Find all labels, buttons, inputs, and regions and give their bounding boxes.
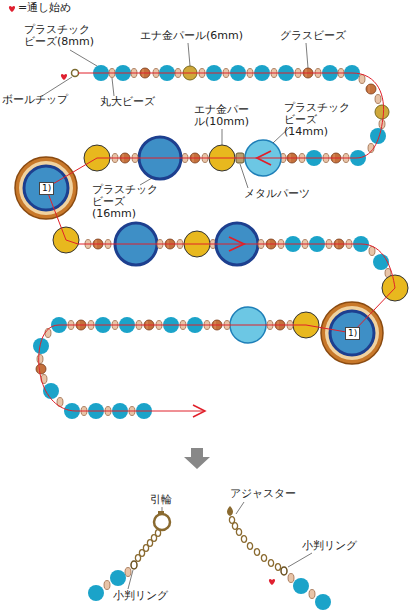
bead (366, 84, 376, 94)
start-heart (61, 74, 67, 80)
leader-line (288, 553, 312, 567)
part-label: 小判リング (302, 540, 357, 552)
oval-ring (131, 561, 137, 569)
chain-link (232, 523, 237, 530)
bead (375, 105, 389, 119)
chain-link (268, 560, 273, 567)
callout-number: 1) (345, 327, 360, 340)
leader-line (240, 164, 248, 188)
bead (36, 364, 46, 374)
thread (39, 73, 395, 411)
direction-arrow (193, 405, 205, 417)
bead-ring (15, 157, 77, 219)
bead (315, 594, 331, 610)
ball-tip (72, 70, 79, 77)
callout-number: 1) (39, 182, 54, 195)
part-label: アジャスター (230, 488, 296, 500)
leader-line (236, 502, 244, 514)
direction-arrow (257, 151, 271, 165)
part-label: 丸大ビーズ (100, 96, 155, 108)
spring-ring (154, 514, 170, 530)
part-label: エナ金パール(6mm) (140, 30, 243, 42)
direction-arrow (229, 237, 244, 251)
bead (369, 247, 375, 256)
bead (45, 329, 51, 338)
leader-line (222, 129, 223, 145)
bead (110, 570, 126, 586)
start-heart (9, 6, 15, 12)
leader-line (112, 78, 114, 96)
bead (37, 355, 43, 364)
legend-note: =通し始め (18, 2, 71, 14)
part-label: 小判リング (113, 590, 168, 602)
bead (373, 254, 389, 270)
leader-line (188, 43, 190, 66)
leader-line (306, 43, 308, 68)
part-label: プラスチック ビーズ(8mm) (24, 24, 94, 48)
leader-line (70, 50, 97, 66)
bead-ring (321, 302, 383, 364)
chain-link (254, 549, 259, 556)
part-label: プラスチック ビーズ(16mm) (92, 184, 164, 220)
bead (359, 75, 365, 84)
bead (288, 574, 294, 583)
part-label: ボールチップ (2, 94, 68, 106)
chain-link (275, 564, 280, 571)
bead (88, 585, 104, 601)
oval-ring (281, 567, 287, 575)
start-heart (269, 579, 275, 585)
chain-link (236, 529, 241, 536)
chain-link (135, 555, 140, 562)
part-label: プラスチック ビーズ(14mm) (284, 102, 356, 138)
adjuster-drop (227, 506, 233, 516)
spring-ring (158, 511, 164, 515)
bead (375, 95, 381, 104)
part-label: グラスビーズ (280, 30, 346, 42)
bead (104, 581, 110, 590)
bead (370, 128, 386, 144)
bead (309, 590, 315, 599)
down-arrow (184, 448, 210, 469)
bead (125, 568, 131, 577)
chain-link (261, 555, 266, 562)
part-label: 引輪 (150, 494, 172, 506)
chain-link (247, 543, 252, 550)
bead (293, 578, 309, 594)
chain-link (241, 536, 246, 543)
part-label: エナ金パール(10mm) (194, 104, 258, 128)
part-label: メタルパーツ (244, 188, 310, 200)
